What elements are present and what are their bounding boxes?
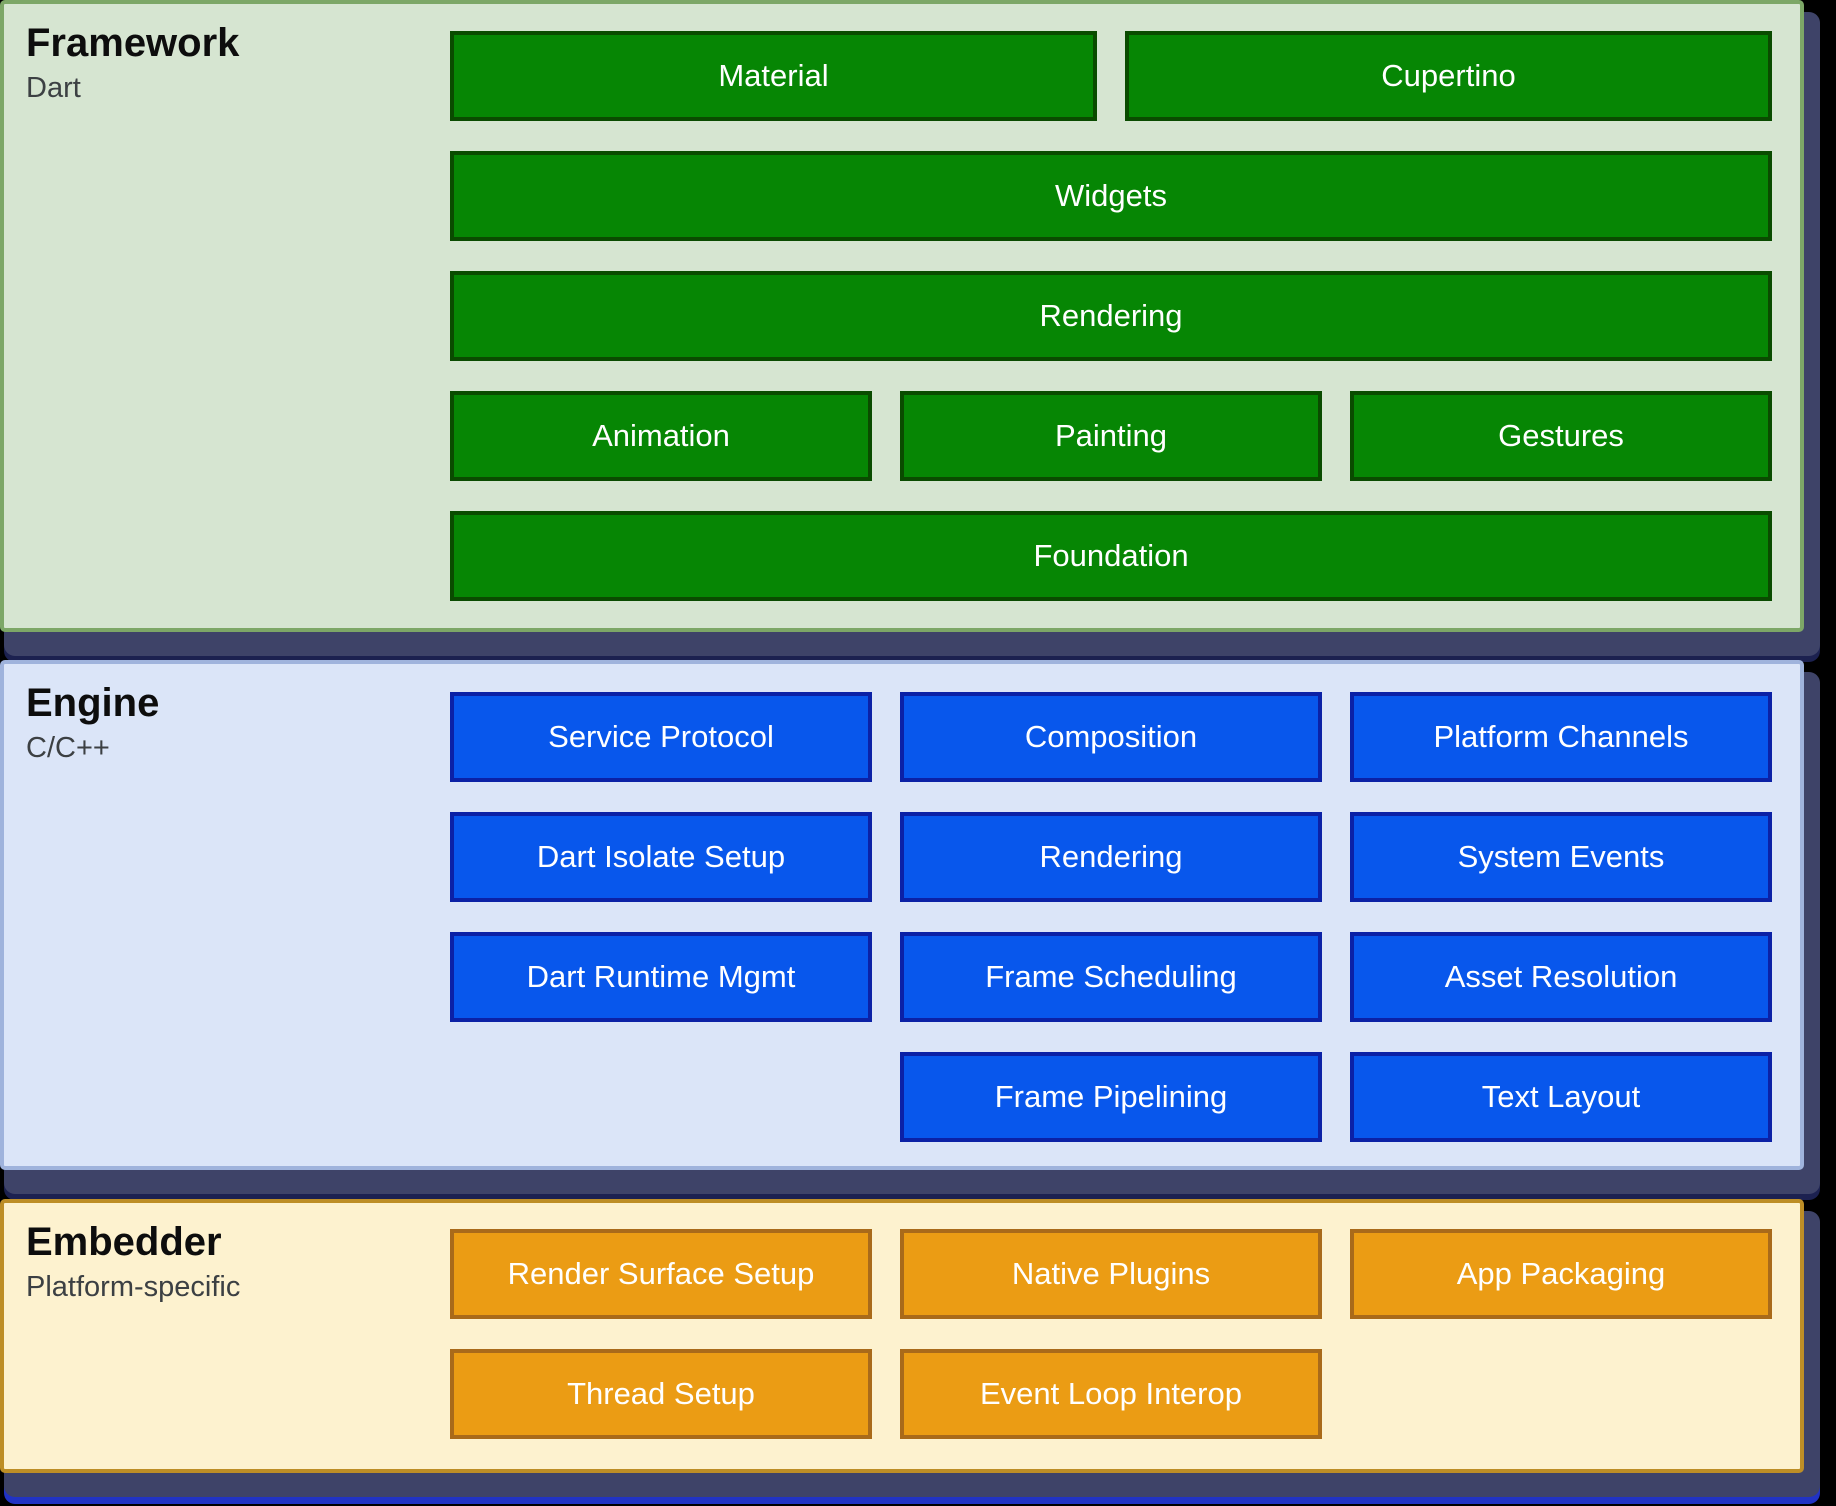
framework-box-rendering: Rendering — [450, 271, 1772, 361]
framework-box-foundation: Foundation — [450, 511, 1772, 601]
engine-label: Engine C/C++ — [26, 680, 159, 765]
embedder-box-native-plugins: Native Plugins — [900, 1229, 1322, 1319]
embedder-box-event-loop-interop: Event Loop Interop — [900, 1349, 1322, 1439]
embedder-boxes: Render Surface Setup Native Plugins App Pa… — [450, 1229, 1772, 1439]
engine-box-composition: Composition — [900, 692, 1322, 782]
engine-boxes: Service Protocol Composition Platform Chan… — [450, 692, 1772, 1142]
embedder-label: Embedder Platform-specific — [26, 1219, 240, 1304]
framework-subtitle: Dart — [26, 72, 81, 104]
engine-subtitle: C/C++ — [26, 732, 110, 764]
embedder-box-render-surface-setup: Render Surface Setup — [450, 1229, 872, 1319]
engine-box-dart-isolate-setup: Dart Isolate Setup — [450, 812, 872, 902]
embedder-title: Embedder — [26, 1220, 222, 1264]
embedder-subtitle: Platform-specific — [26, 1271, 241, 1303]
engine-box-text-layout: Text Layout — [1350, 1052, 1772, 1142]
engine-box-platform-channels: Platform Channels — [1350, 692, 1772, 782]
engine-box-frame-pipelining: Frame Pipelining — [900, 1052, 1322, 1142]
framework-box-animation: Animation — [450, 391, 872, 481]
engine-layer: Engine C/C++ Service Protocol Composition… — [0, 660, 1804, 1170]
engine-title: Engine — [26, 681, 160, 725]
framework-box-widgets: Widgets — [450, 151, 1772, 241]
framework-box-cupertino: Cupertino — [1125, 31, 1772, 121]
framework-label: Framework Dart — [26, 20, 239, 105]
embedder-box-app-packaging: App Packaging — [1350, 1229, 1772, 1319]
engine-box-rendering: Rendering — [900, 812, 1322, 902]
embedder-box-thread-setup: Thread Setup — [450, 1349, 872, 1439]
framework-box-gestures: Gestures — [1350, 391, 1772, 481]
framework-box-painting: Painting — [900, 391, 1322, 481]
engine-box-frame-scheduling: Frame Scheduling — [900, 932, 1322, 1022]
engine-box-asset-resolution: Asset Resolution — [1350, 932, 1772, 1022]
framework-title: Framework — [26, 21, 240, 65]
embedder-layer: Embedder Platform-specific Render Surfac… — [0, 1199, 1804, 1473]
engine-box-service-protocol: Service Protocol — [450, 692, 872, 782]
framework-box-material: Material — [450, 31, 1097, 121]
engine-box-dart-runtime-mgmt: Dart Runtime Mgmt — [450, 932, 872, 1022]
engine-box-system-events: System Events — [1350, 812, 1772, 902]
